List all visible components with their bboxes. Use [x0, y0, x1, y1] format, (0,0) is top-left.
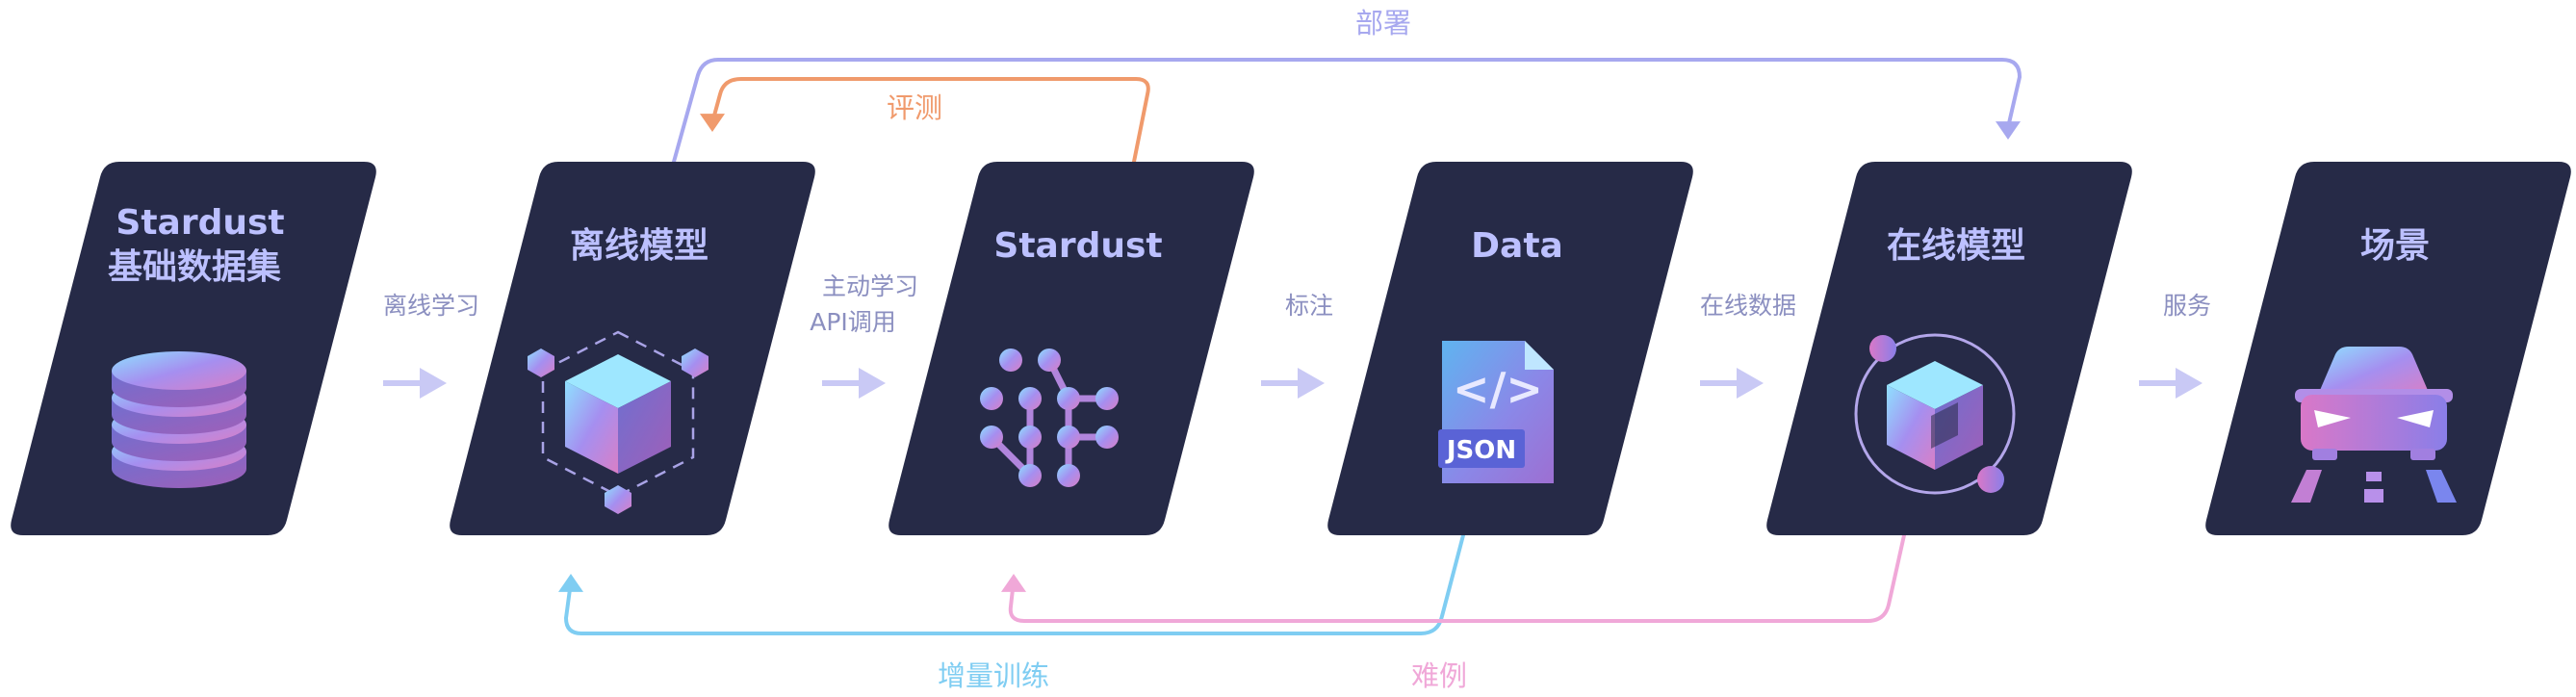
code-glyph: </>	[1453, 363, 1543, 415]
neural-node	[1057, 387, 1080, 410]
neural-node	[980, 387, 1003, 410]
loop-label-incremental-training: 增量训练	[938, 659, 1049, 692]
json-file-icon: </> JSON	[1438, 341, 1554, 483]
card-background	[1766, 162, 2132, 535]
card-data: Data </> JSON	[1327, 162, 1693, 535]
edge-label: 离线学习	[383, 292, 479, 320]
card-background	[889, 162, 1254, 535]
evaluate-loop-line	[712, 77, 1150, 164]
car-wheel	[2312, 449, 2337, 460]
neural-node	[980, 426, 1003, 449]
neural-node	[1095, 387, 1119, 410]
orbit-cube-left	[1887, 385, 1935, 470]
neural-node	[1018, 464, 1042, 487]
edge-offline-to-stardust: 主动学习 API调用	[810, 272, 918, 399]
car-cabin	[2318, 347, 2430, 395]
loop-label-evaluate: 评测	[887, 91, 942, 124]
car-headlight	[2314, 410, 2351, 427]
card-title-offline: 离线模型	[570, 226, 708, 266]
incremental-training-arrowhead	[558, 574, 583, 592]
card-online: 在线模型	[1766, 162, 2132, 535]
card-scene: 场景	[2205, 162, 2571, 535]
edge-label: 标注	[1285, 292, 1333, 320]
edge-label: 服务	[2163, 292, 2211, 320]
neural-node	[1095, 426, 1119, 449]
edge-data-to-online: 在线数据	[1700, 292, 1796, 399]
mini-cube	[605, 485, 631, 514]
neural-node	[1018, 426, 1042, 449]
orbit-ring	[1854, 333, 2016, 495]
cube-network-icon	[528, 330, 708, 514]
deploy-loop-line	[672, 58, 2022, 164]
card-offline: 离线模型	[450, 162, 815, 535]
edge-dataset-to-offline: 离线学习	[383, 292, 479, 399]
road-dash	[2366, 472, 2382, 481]
database-stack-icon	[112, 351, 246, 488]
card-title-stardust: Stardust	[993, 226, 1162, 266]
evaluate-arrowhead	[700, 114, 725, 132]
car-icon	[2291, 347, 2457, 503]
forward-arrowhead	[859, 368, 886, 399]
json-badge-label: JSON	[1445, 436, 1516, 465]
forward-arrowhead	[1737, 368, 1764, 399]
orbit-cube-right	[1935, 385, 1983, 470]
card-title-scene: 场景	[2360, 226, 2430, 266]
loop-label-deploy: 部署	[1355, 7, 1411, 39]
card-title-data: Data	[1471, 226, 1563, 266]
orbit-cube-notch	[1931, 402, 1958, 449]
forward-edges: 离线学习 主动学习 API调用 标注 在线数据 服务	[383, 272, 2211, 399]
card-background	[450, 162, 815, 535]
orbit-cube-icon	[1854, 333, 2016, 495]
edge-stardust-to-data: 标注	[1261, 292, 1333, 399]
car-body	[2301, 395, 2447, 451]
cube-right	[618, 381, 671, 474]
card-stardust: Stardust	[889, 162, 1254, 535]
database-disk-top	[112, 351, 246, 390]
card-title-online: 在线模型	[1887, 226, 2025, 266]
car-wheel	[2410, 449, 2435, 460]
file-corner	[1525, 341, 1554, 370]
edge-online-to-scene: 服务	[2139, 292, 2211, 399]
orbit-sphere	[1977, 466, 2004, 493]
forward-arrowhead	[1298, 368, 1325, 399]
neural-node	[1057, 464, 1080, 487]
neural-node	[1038, 348, 1061, 372]
incremental-training-loop-line	[564, 533, 1465, 635]
orbit-sphere	[1869, 335, 1896, 362]
neural-node	[1018, 387, 1042, 410]
card-background	[11, 162, 376, 535]
road-line	[2291, 470, 2322, 503]
cube-left	[565, 381, 618, 474]
card-title-dataset: 基础数据集	[108, 247, 281, 287]
card-title-dataset: Stardust	[116, 203, 284, 243]
hard-cases-arrowhead	[1001, 574, 1026, 592]
car-headlight	[2397, 410, 2434, 427]
mini-cube	[528, 348, 554, 377]
road-dash	[2364, 489, 2383, 503]
neural-node	[1057, 426, 1080, 449]
edge-label: 在线数据	[1700, 292, 1796, 320]
road-line	[2426, 470, 2457, 503]
forward-arrowhead	[2176, 368, 2202, 399]
edge-label: API调用	[810, 308, 896, 336]
mini-cube	[682, 348, 708, 377]
edge-label: 主动学习	[822, 272, 918, 300]
forward-arrowhead	[420, 368, 447, 399]
loop-label-hard-cases: 难例	[1411, 659, 1467, 692]
neural-node	[999, 348, 1022, 372]
hard-cases-loop-line	[1008, 533, 1906, 623]
json-badge	[1438, 429, 1525, 468]
deploy-arrowhead	[1996, 121, 2021, 140]
neural-dots-icon	[980, 348, 1119, 487]
